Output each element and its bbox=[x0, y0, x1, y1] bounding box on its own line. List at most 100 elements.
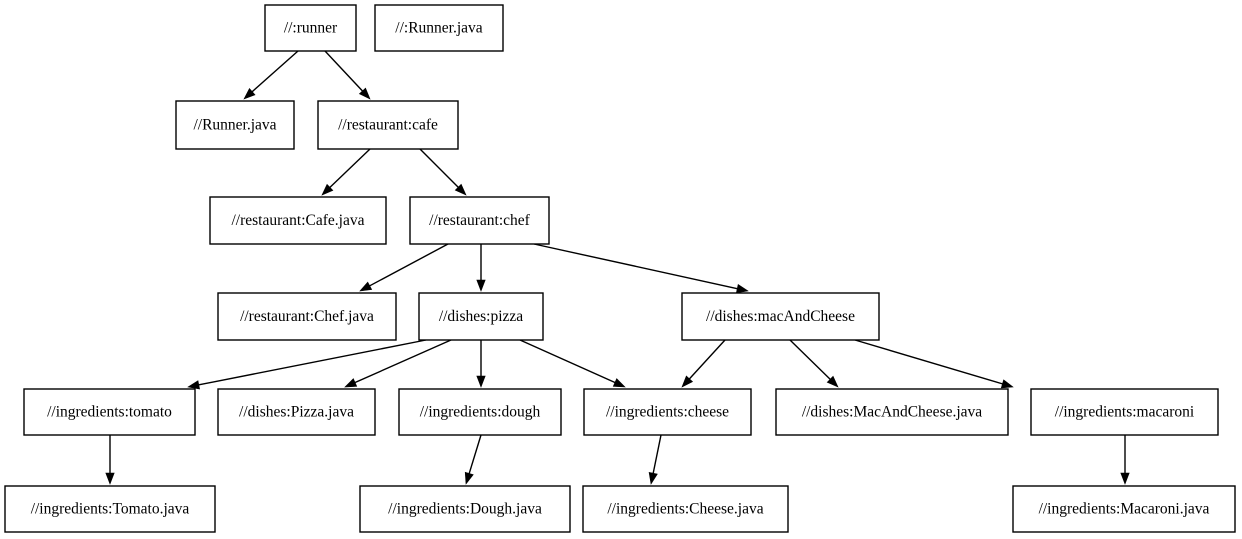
node-label: //:runner bbox=[284, 20, 338, 37]
node-label: //ingredients:macaroni bbox=[1055, 404, 1195, 421]
graph-edge bbox=[105, 435, 115, 485]
node-box[interactable] bbox=[217, 292, 397, 341]
node-box[interactable] bbox=[217, 388, 376, 436]
edge-arrowhead bbox=[358, 87, 371, 100]
node-box[interactable] bbox=[374, 4, 504, 52]
edge-arrowhead bbox=[1120, 472, 1130, 485]
node-label: //:Runner.java bbox=[395, 20, 483, 37]
edge-arrowhead bbox=[321, 183, 334, 196]
edge-line bbox=[519, 339, 616, 384]
graph-edge bbox=[476, 244, 486, 292]
graph-node-cafe_java[interactable]: //restaurant:Cafe.java bbox=[209, 196, 387, 245]
graph-node-cheese_java[interactable]: //ingredients:Cheese.java bbox=[582, 485, 789, 533]
node-label: //dishes:macAndCheese bbox=[706, 308, 855, 325]
node-box[interactable] bbox=[582, 485, 789, 533]
graph-edge bbox=[187, 339, 427, 390]
node-label: //ingredients:tomato bbox=[47, 404, 172, 421]
graph-edge bbox=[519, 339, 626, 388]
edge-line bbox=[354, 339, 452, 384]
edge-arrowhead bbox=[1000, 379, 1014, 389]
edge-arrowhead bbox=[454, 183, 467, 196]
node-box[interactable] bbox=[1030, 388, 1219, 436]
node-box[interactable] bbox=[209, 196, 387, 245]
graph-edge bbox=[789, 339, 839, 388]
graph-node-dishes_mac[interactable]: //dishes:macAndCheese bbox=[681, 292, 880, 341]
node-box[interactable] bbox=[4, 485, 216, 533]
edge-line bbox=[198, 339, 427, 386]
node-box[interactable] bbox=[175, 100, 295, 150]
graph-edge bbox=[321, 148, 371, 196]
node-box[interactable] bbox=[359, 485, 571, 533]
edge-arrowhead bbox=[826, 375, 839, 388]
graph-node-ing_dough[interactable]: //ingredients:dough bbox=[398, 388, 562, 436]
graph-edge bbox=[476, 340, 486, 388]
edge-line bbox=[324, 50, 363, 92]
graph-node-ing_tomato[interactable]: //ingredients:tomato bbox=[23, 388, 196, 436]
node-box[interactable] bbox=[775, 388, 1009, 436]
edge-arrowhead bbox=[464, 471, 474, 485]
node-label: //restaurant:chef bbox=[429, 212, 531, 229]
graph-node-runner_java[interactable]: //Runner.java bbox=[175, 100, 295, 150]
node-box[interactable] bbox=[23, 388, 196, 436]
edge-arrowhead bbox=[344, 378, 358, 388]
node-label: //ingredients:Tomato.java bbox=[31, 501, 190, 518]
graph-node-mac_java[interactable]: //dishes:MacAndCheese.java bbox=[775, 388, 1009, 436]
node-label: //dishes:pizza bbox=[439, 308, 523, 325]
edge-arrowhead bbox=[648, 472, 658, 485]
edge-arrowhead bbox=[243, 88, 256, 100]
edge-arrowhead bbox=[476, 279, 486, 292]
node-label: //ingredients:cheese bbox=[606, 404, 729, 421]
edges-layer bbox=[105, 50, 1130, 485]
node-box[interactable] bbox=[409, 196, 550, 245]
graph-node-ing_cheese[interactable]: //ingredients:cheese bbox=[583, 388, 752, 436]
graph-edge bbox=[419, 148, 467, 196]
node-label: //restaurant:cafe bbox=[338, 117, 438, 134]
edge-line bbox=[369, 243, 449, 287]
graph-edge bbox=[243, 50, 299, 100]
node-box[interactable] bbox=[418, 292, 544, 341]
graph-node-runner_java_root[interactable]: //:Runner.java bbox=[374, 4, 504, 52]
edge-arrowhead bbox=[105, 472, 115, 485]
node-label: //ingredients:Dough.java bbox=[388, 501, 542, 518]
graph-edge bbox=[854, 339, 1014, 389]
edge-line bbox=[251, 50, 299, 93]
node-label: //ingredients:dough bbox=[420, 404, 541, 421]
node-label: //Runner.java bbox=[193, 117, 276, 134]
nodes-layer: //:runner //:Runner.java //Runner.java //re… bbox=[4, 4, 1236, 533]
graph-edge bbox=[464, 434, 482, 485]
graph-edge bbox=[344, 339, 452, 388]
node-box[interactable] bbox=[1012, 485, 1236, 533]
node-box[interactable] bbox=[317, 100, 459, 150]
graph-node-macaroni_java[interactable]: //ingredients:Macaroni.java bbox=[1012, 485, 1236, 533]
node-label: //dishes:Pizza.java bbox=[239, 404, 354, 421]
edge-line bbox=[854, 339, 1003, 385]
node-box[interactable] bbox=[681, 292, 880, 341]
graph-edge bbox=[648, 434, 662, 485]
node-label: //dishes:MacAndCheese.java bbox=[802, 404, 982, 421]
edge-arrowhead bbox=[476, 375, 486, 388]
edge-line bbox=[688, 339, 726, 380]
graph-node-runner[interactable]: //:runner bbox=[264, 4, 357, 52]
graph-node-restaurant_chef[interactable]: //restaurant:chef bbox=[409, 196, 550, 245]
edge-line bbox=[789, 339, 831, 380]
edge-arrowhead bbox=[612, 378, 626, 388]
edge-arrowhead bbox=[359, 281, 373, 292]
graph-edge bbox=[681, 339, 726, 388]
graph-edge bbox=[533, 243, 749, 294]
node-box[interactable] bbox=[264, 4, 357, 52]
edge-line bbox=[329, 148, 371, 188]
graph-node-chef_java[interactable]: //restaurant:Chef.java bbox=[217, 292, 397, 341]
graph-node-dough_java[interactable]: //ingredients:Dough.java bbox=[359, 485, 571, 533]
node-box[interactable] bbox=[583, 388, 752, 436]
node-label: //restaurant:Cafe.java bbox=[232, 212, 365, 229]
node-label: //restaurant:Chef.java bbox=[240, 308, 374, 325]
graph-node-restaurant_cafe[interactable]: //restaurant:cafe bbox=[317, 100, 459, 150]
graph-node-pizza_java[interactable]: //dishes:Pizza.java bbox=[217, 388, 376, 436]
graph-node-dishes_pizza[interactable]: //dishes:pizza bbox=[418, 292, 544, 341]
graph-node-tomato_java[interactable]: //ingredients:Tomato.java bbox=[4, 485, 216, 533]
graph-node-ing_macaroni[interactable]: //ingredients:macaroni bbox=[1030, 388, 1219, 436]
node-box[interactable] bbox=[398, 388, 562, 436]
edge-line bbox=[533, 243, 738, 290]
